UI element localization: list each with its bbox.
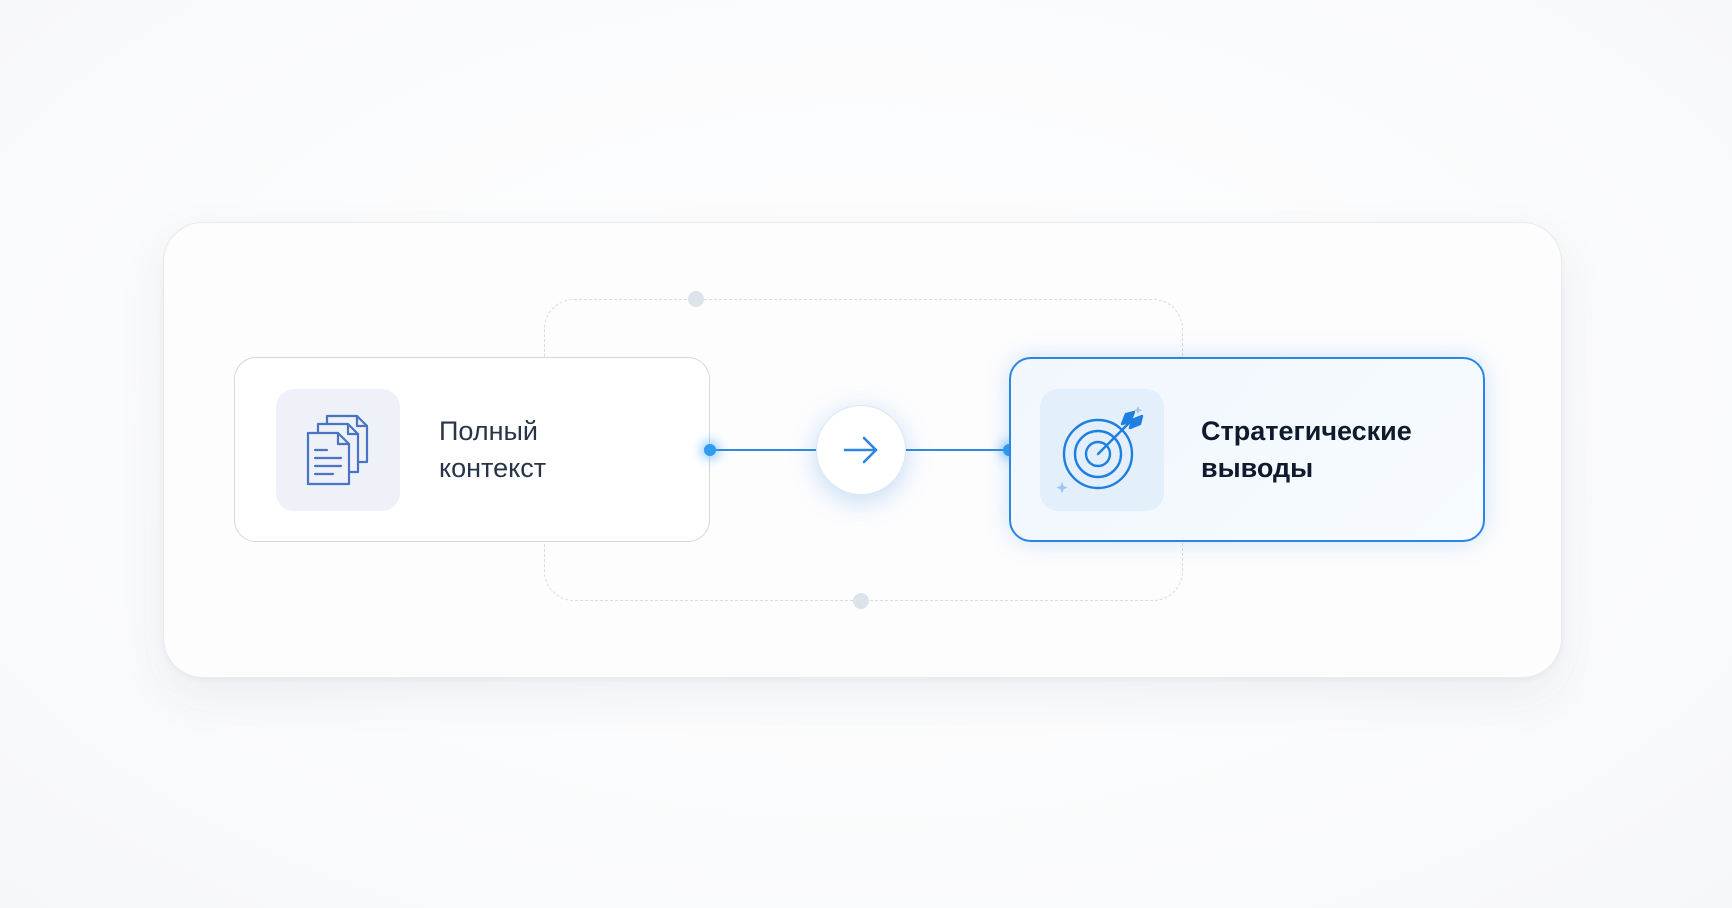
connector-port-left xyxy=(704,444,716,456)
target-icon-tile xyxy=(1040,388,1164,511)
frame-node-bottom xyxy=(853,593,869,609)
connector-line-left xyxy=(710,449,818,451)
source-icon-tile xyxy=(276,388,400,511)
connector-line-right xyxy=(906,449,1010,451)
target-label: Стратегические выводы xyxy=(1201,415,1412,483)
source-card[interactable]: Полный контекст xyxy=(234,357,710,542)
frame-node-top xyxy=(688,291,704,307)
source-label: Полный контекст xyxy=(439,415,547,483)
documents-icon xyxy=(306,414,369,485)
arrow-right-icon xyxy=(843,436,878,464)
target-icon xyxy=(1056,405,1144,493)
flow-arrow-button[interactable] xyxy=(816,405,906,495)
target-card[interactable]: Стратегические выводы xyxy=(1009,357,1485,542)
